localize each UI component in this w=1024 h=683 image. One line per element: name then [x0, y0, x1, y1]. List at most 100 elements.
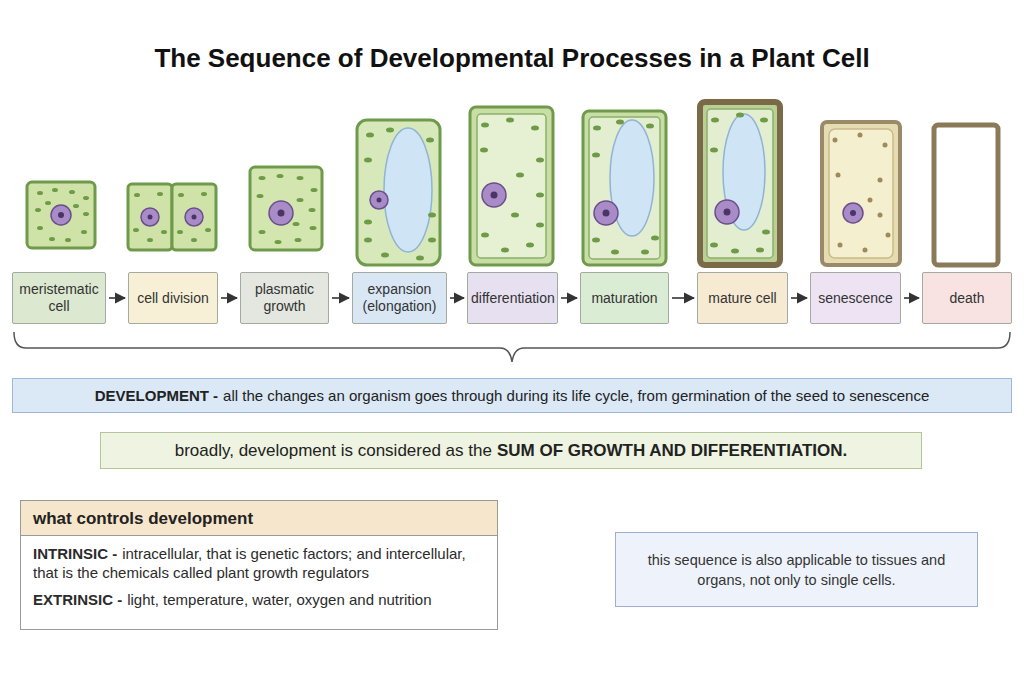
chloroplast: [480, 148, 488, 153]
chloroplast: [641, 250, 649, 255]
chloroplast: [364, 238, 372, 243]
text-row: senescence: [814, 290, 897, 307]
chloroplast: [366, 133, 374, 138]
cell-wall: [357, 120, 440, 265]
stage-label: expansion (elongation): [363, 281, 437, 314]
growing-cell-drawing: [250, 167, 322, 250]
chloroplast: [364, 158, 372, 163]
chloroplast: [611, 250, 619, 255]
text-row: meristematic cell: [16, 281, 102, 315]
summary-band: broadly, development is considered as th…: [100, 432, 922, 469]
definition-text: all the changes an organism goes through…: [223, 387, 929, 404]
chloroplast: [593, 126, 601, 131]
stage-box: maturation: [580, 272, 669, 324]
factor-text: light, temperature, water, oxygen and nu…: [127, 591, 431, 608]
degraded-plastid: [858, 133, 863, 138]
chloroplast: [65, 238, 71, 242]
cytoplasm: [829, 129, 893, 258]
chloroplast: [428, 238, 436, 243]
chloroplast: [257, 194, 264, 198]
chloroplast: [516, 173, 524, 178]
chloroplast: [506, 118, 514, 123]
meristematic-cell-drawing: [27, 182, 95, 248]
chloroplast: [259, 176, 266, 180]
flow-arrow: [672, 297, 694, 299]
chloroplast: [651, 236, 659, 241]
stage-box: differentiation: [467, 272, 558, 324]
stage-label: maturation: [591, 290, 657, 306]
flow-arrow: [221, 297, 237, 299]
dividing-cell-drawing: [128, 184, 216, 250]
stage-label: senescence: [818, 290, 893, 306]
nucleus: [185, 208, 203, 226]
nucleolus: [192, 215, 197, 220]
chloroplast: [161, 230, 167, 234]
chloroplast: [277, 174, 284, 178]
nucleus: [269, 201, 293, 225]
chloroplast: [83, 212, 89, 216]
nucleus: [715, 200, 739, 224]
cytoplasm: [707, 109, 773, 258]
text-row: cell division: [132, 290, 214, 307]
stage-box: meristematic cell: [12, 272, 106, 324]
degraded-plastid: [863, 248, 868, 253]
text-row: differentiation: [471, 290, 554, 307]
nucleus: [482, 183, 506, 207]
vacuole: [723, 114, 765, 230]
chloroplast: [481, 233, 489, 238]
note-box: this sequence is also applicable to tiss…: [615, 532, 978, 607]
chloroplast: [736, 113, 744, 118]
chloroplast: [536, 158, 544, 163]
nucleus: [594, 201, 618, 225]
text-row: death: [926, 290, 1008, 307]
chloroplast: [178, 193, 184, 197]
chloroplast: [760, 118, 768, 123]
chloroplast: [428, 213, 436, 218]
chloroplast: [134, 193, 140, 197]
text-row: what controls development: [21, 501, 497, 536]
summary-emphasis: SUM OF GROWTH AND DIFFERENTIATION.: [497, 441, 847, 460]
chloroplast: [133, 228, 139, 232]
chloroplast: [205, 228, 211, 232]
text-row: INTRINSIC -intracellular, that is geneti…: [21, 536, 497, 582]
chloroplast: [177, 230, 183, 234]
nucleolus: [278, 210, 285, 217]
chloroplast: [386, 128, 394, 133]
degraded-plastid: [878, 213, 883, 218]
cell-wall: [172, 184, 216, 250]
text-row: mature cell: [701, 290, 784, 307]
dead-cell-drawing: [934, 125, 998, 265]
chloroplast: [309, 208, 316, 212]
flow-arrow: [904, 297, 919, 299]
chloroplast: [297, 176, 304, 180]
chloroplast: [310, 226, 317, 230]
nucleolus: [58, 212, 64, 218]
degraded-plastid: [833, 138, 838, 143]
definition-band: DEVELOPMENT -all the changes an organism…: [12, 378, 1012, 413]
chloroplast: [35, 208, 41, 212]
chloroplast-group: [592, 120, 659, 255]
chloroplast: [157, 192, 163, 196]
chloroplast: [531, 126, 539, 131]
nucleolus: [724, 209, 731, 216]
text-row: this sequence is also applicable to tiss…: [646, 550, 947, 590]
cell-wall: [822, 122, 900, 265]
cytoplasm: [477, 114, 546, 258]
chloroplast: [73, 204, 79, 208]
chloroplast: [37, 226, 43, 230]
chloroplast: [710, 243, 718, 248]
chloroplast: [711, 118, 719, 123]
stage-label: meristematic cell: [19, 281, 98, 314]
cell-wall: [583, 111, 666, 265]
chloroplast: [501, 248, 509, 253]
flow-arrow: [109, 297, 125, 299]
nucleolus: [148, 215, 153, 220]
chloroplast: [295, 238, 302, 242]
chloroplast-group: [257, 174, 318, 244]
nucleus: [51, 205, 71, 225]
chloroplast: [756, 248, 764, 253]
chloroplast-group: [133, 192, 211, 242]
chloroplast: [49, 237, 55, 241]
